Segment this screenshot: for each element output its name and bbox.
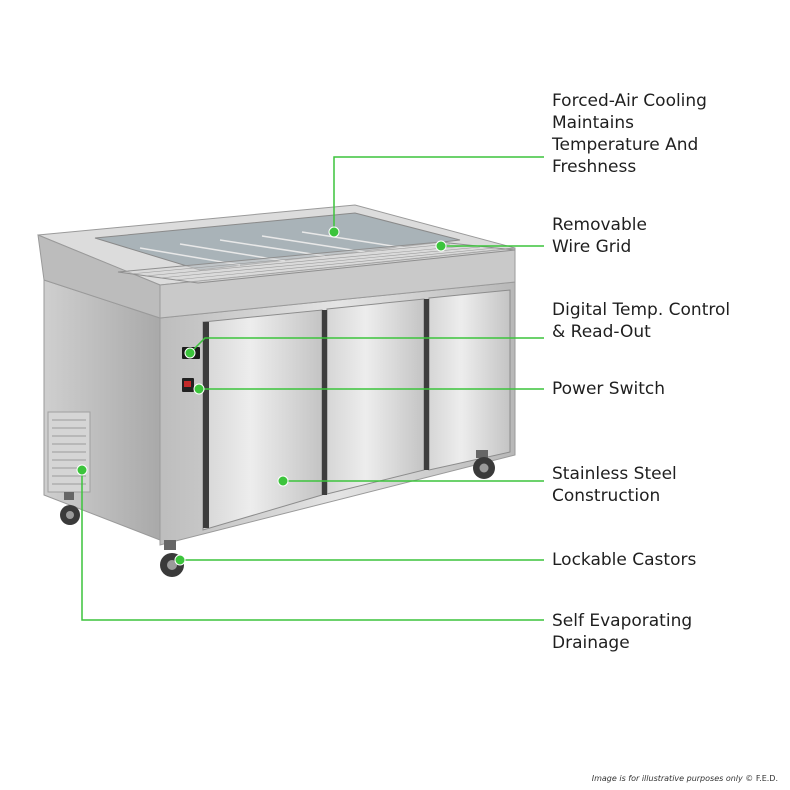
side-panel [43,279,161,541]
disclaimer-italic: Image is for illustrative purposes only [591,774,743,783]
callout-line: Removable [552,215,647,235]
callout-line: Forced-Air Cooling [552,91,707,111]
door-left [202,309,323,531]
handle-left [203,322,209,528]
fridge-unit [37,204,516,577]
callout-leaders [81,156,544,621]
callout-line: Maintains [552,113,635,133]
callout-self-evaporating-drainage: Self Evaporating Drainage [552,610,692,654]
callout-digital-temp-control: Digital Temp. Control & Read-Out [552,299,730,343]
callout-lockable-castors: Lockable Castors [552,549,696,571]
door-right [428,289,511,471]
callout-line: Temperature And [552,135,699,155]
callout-line: Stainless Steel [552,464,677,484]
dot-power-switch [193,383,205,395]
callout-line: Freshness [552,157,637,177]
callout-removable-wire-grid: Removable Wire Grid [552,214,647,258]
leader-digital-control [189,337,544,354]
callout-line: Self Evaporating [552,611,693,631]
callout-line: Power Switch [552,379,666,399]
handle-right [424,299,429,470]
dot-forced-air [328,226,340,238]
callout-line: Construction [552,486,661,506]
callout-line: & Read-Out [552,322,651,342]
counter-side-edge [37,234,161,319]
callout-stainless-steel: Stainless Steel Construction [552,463,677,507]
dot-castors [174,554,186,566]
callout-power-switch: Power Switch [552,378,665,400]
castor-front-right [473,450,495,479]
callout-line: Drainage [552,633,630,653]
callout-dots [76,226,447,566]
disclaimer: Image is for illustrative purposes only … [592,774,778,783]
leader-forced-air [333,156,544,232]
handle-middle [322,310,327,495]
dot-digital-control [184,347,196,359]
castor-rear-left [60,492,80,525]
disclaimer-copyright: © F.E.D. [742,774,778,783]
dot-stainless-steel [277,475,289,487]
door-middle [326,298,425,495]
leader-drainage [81,470,544,621]
callout-line: Wire Grid [552,237,632,257]
dot-drainage [76,464,88,476]
dot-wire-grid [435,240,447,252]
callout-line: Digital Temp. Control [552,300,731,320]
callout-line: Lockable Castors [552,550,697,570]
callout-forced-air-cooling: Forced-Air Cooling Maintains Temperature… [552,90,707,178]
